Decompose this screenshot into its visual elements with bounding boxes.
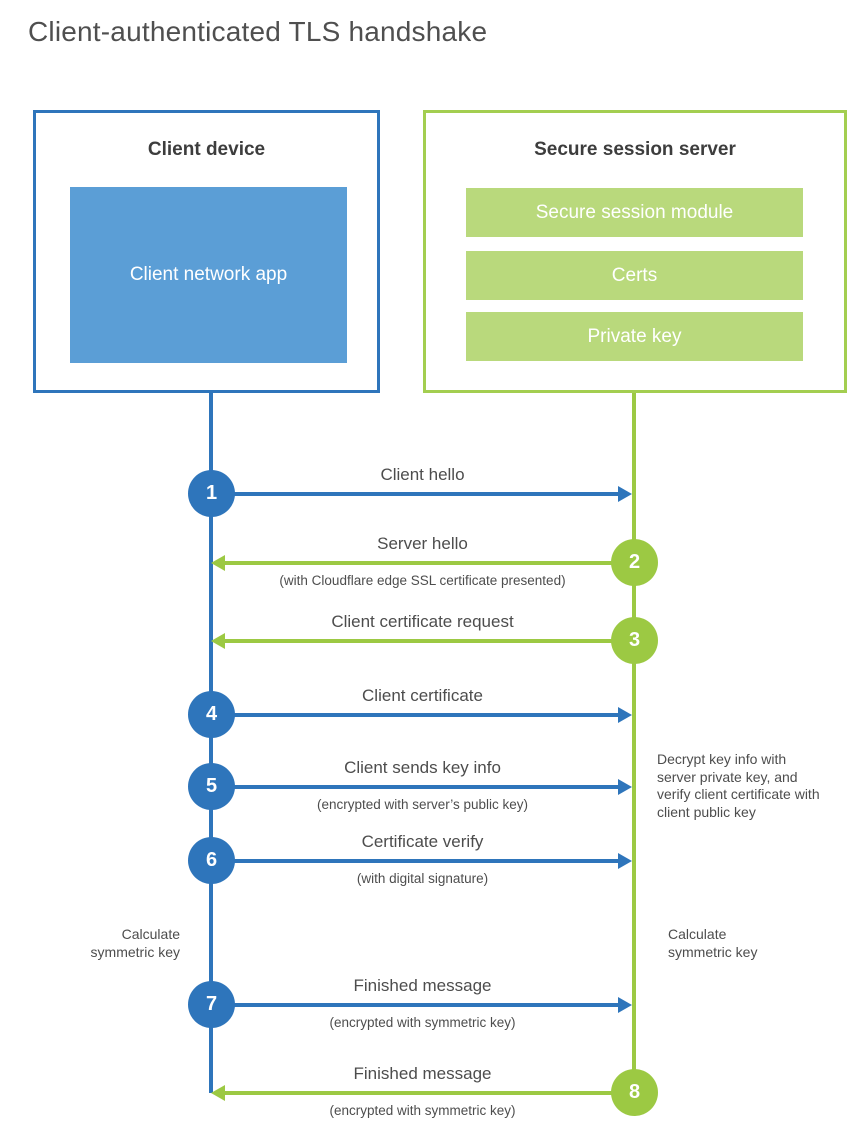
step-7-label: Finished message: [353, 976, 492, 995]
step-7-number: 7: [205, 993, 218, 1015]
client-device-title: Client device: [147, 139, 266, 160]
step-2-number: 2: [628, 551, 641, 573]
client-lifeline: [209, 393, 213, 1093]
client-device-box: Client device Client network app: [33, 110, 380, 393]
step-8-circle: 8: [611, 1069, 658, 1116]
step-5-label: Client sends key info: [344, 758, 501, 777]
step-2-sublabel: (with Cloudflare edge SSL certificate pr…: [279, 573, 566, 588]
note-calculate-symmetric-key-client: Calculate symmetric key: [90, 926, 180, 960]
step-2-circle: 2: [611, 539, 658, 586]
step-2-arrow: [211, 555, 634, 571]
page-title: Client-authenticated TLS handshake: [28, 16, 488, 47]
step-5-sublabel: (encrypted with server’s public key): [316, 797, 529, 812]
step-4-number: 4: [205, 703, 218, 725]
step-1-circle: 1: [188, 470, 235, 517]
step-7-circle: 7: [188, 981, 235, 1028]
step-7-sublabel: (encrypted with symmetric key): [329, 1015, 516, 1030]
module-bar-secure-session-module: Secure session module: [466, 188, 803, 237]
step-6-arrow: [211, 853, 632, 869]
step-2-label: Server hello: [377, 534, 468, 553]
step-6-number: 6: [205, 849, 218, 871]
step-1-label: Client hello: [380, 465, 465, 484]
step-8-label: Finished message: [353, 1064, 492, 1083]
step-7-arrow: [211, 997, 632, 1013]
note-calculate-symmetric-key-server: Calculate symmetric key: [668, 926, 758, 960]
step-6-sublabel: (with digital signature): [356, 871, 489, 886]
step-1-arrow: [211, 486, 632, 502]
module-bar-private-key: Private key: [466, 312, 803, 361]
step-3-number: 3: [628, 629, 641, 651]
step-6-circle: 6: [188, 837, 235, 884]
secure-session-server-box: Secure session server Secure session mod…: [423, 110, 847, 393]
step-1-number: 1: [205, 482, 218, 504]
step-3-circle: 3: [611, 617, 658, 664]
step-5-number: 5: [205, 775, 218, 797]
note-decrypt-key-info: Decrypt key info with server private key…: [657, 751, 820, 820]
step-5-arrow: [211, 779, 632, 795]
step-6-label: Certificate verify: [361, 832, 484, 851]
step-3-label: Client certificate request: [331, 612, 514, 631]
step-4-label: Client certificate: [362, 686, 483, 705]
server-lifeline: [632, 393, 636, 1093]
client-network-app-label: Client network app: [129, 264, 288, 285]
step-8-sublabel: (encrypted with symmetric key): [329, 1103, 516, 1118]
step-3-arrow: [211, 633, 634, 649]
step-4-arrow: [211, 707, 632, 723]
module-bar-certs: Certs: [466, 251, 803, 300]
step-4-circle: 4: [188, 691, 235, 738]
step-8-number: 8: [628, 1081, 641, 1103]
secure-session-server-title: Secure session server: [534, 139, 736, 160]
step-5-circle: 5: [188, 763, 235, 810]
client-network-app-box: Client network app: [70, 187, 347, 363]
step-8-arrow: [211, 1085, 634, 1101]
